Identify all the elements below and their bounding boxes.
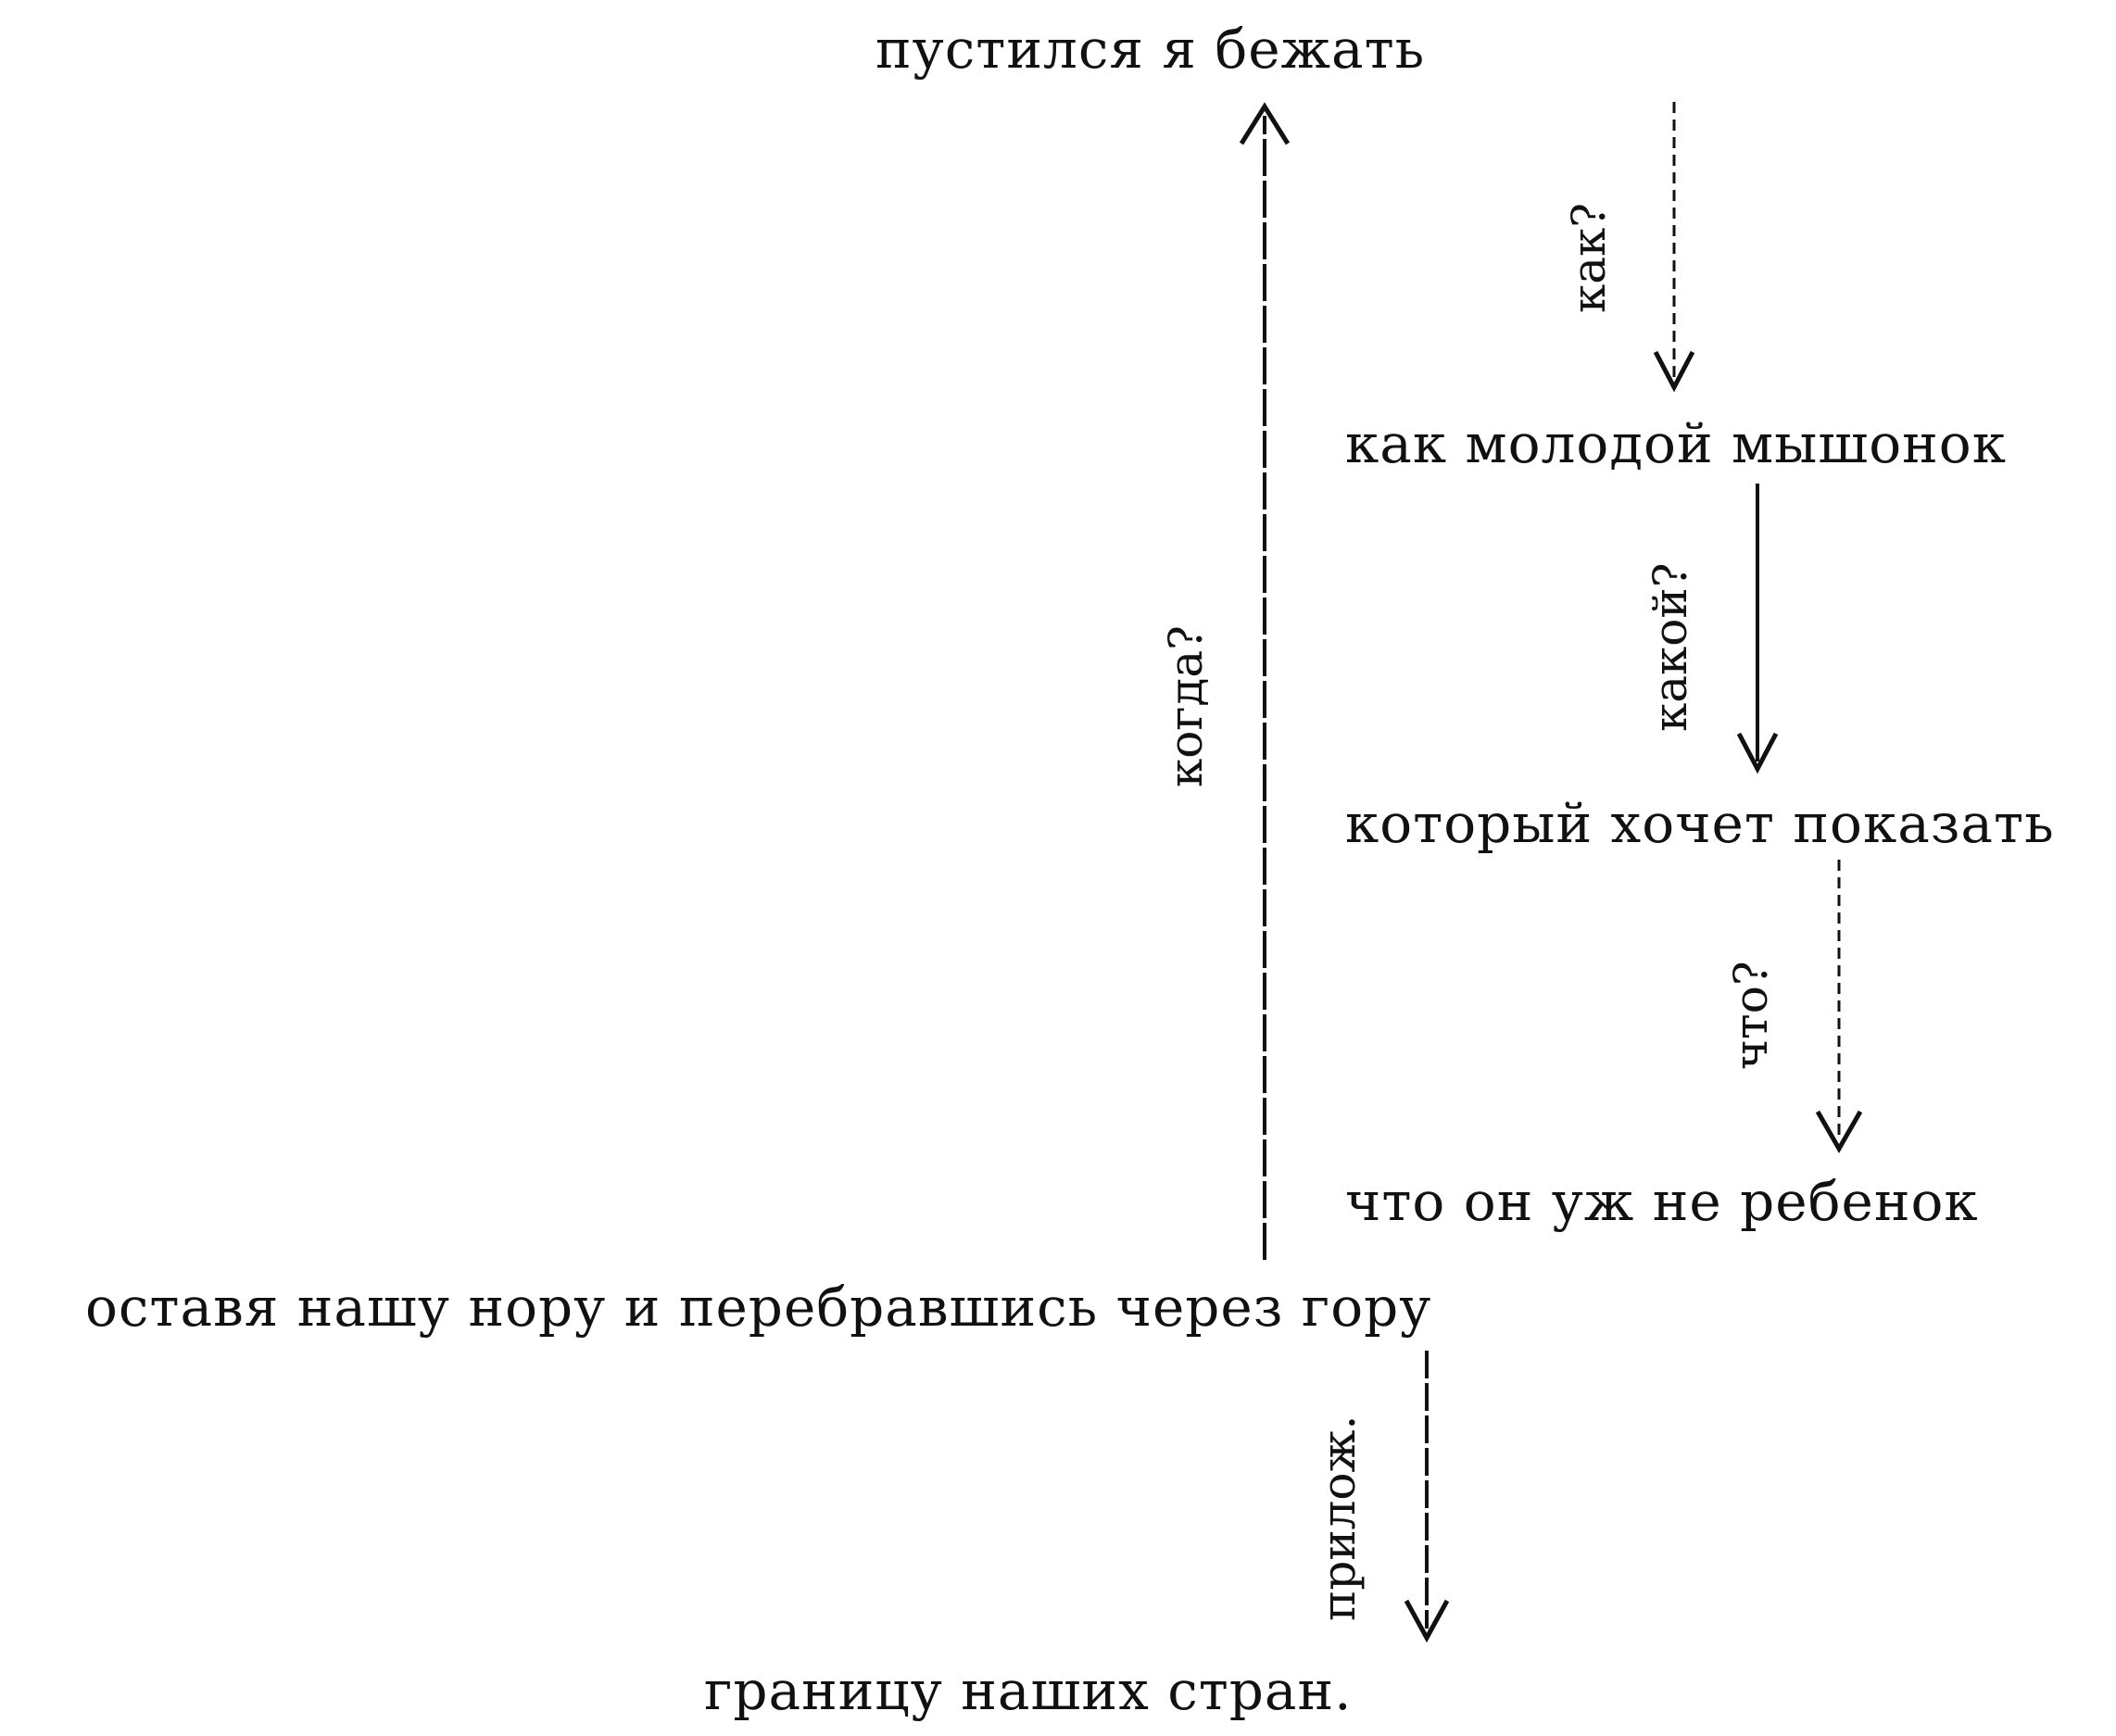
node-main-predicate: пустился я бежать (875, 18, 1426, 81)
node-relative-clause: который хочет показать (1345, 792, 2055, 855)
node-apposition: границу наших стран. (704, 1659, 1353, 1722)
node-adverbial-phrase: оставя нашу нору и перебравшись через го… (85, 1276, 1432, 1339)
label-which: какой? (1644, 562, 1697, 732)
arrow-when (1239, 102, 1291, 1260)
arrow-which (1736, 484, 1779, 774)
node-object-clause: что он уж не ребенок (1345, 1170, 1979, 1233)
arrow-how (1653, 102, 1695, 393)
label-how: как? (1562, 202, 1616, 313)
arrow-what (1815, 860, 1863, 1154)
node-comparison: как молодой мышонок (1345, 412, 2007, 475)
label-what: что? (1724, 961, 1778, 1070)
label-apposition: прилож. (1312, 1415, 1366, 1621)
label-when: когда? (1159, 625, 1213, 787)
arrow-apposition (1404, 1351, 1450, 1643)
